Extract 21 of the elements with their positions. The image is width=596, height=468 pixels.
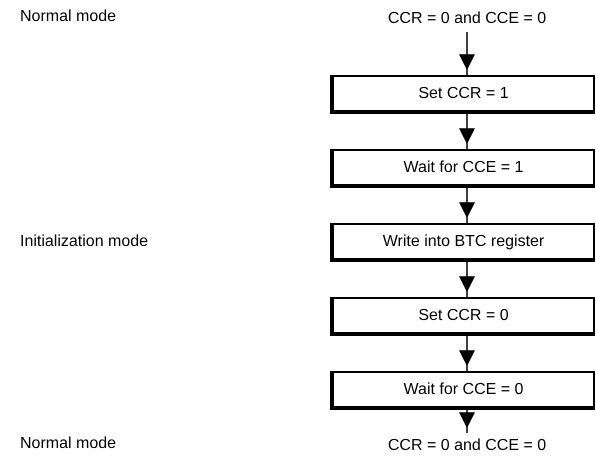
- process-box: [330, 149, 595, 188]
- process-box: [330, 75, 595, 114]
- mode-label: Normal mode: [20, 8, 116, 26]
- arrow: [459, 114, 475, 149]
- process-box: [330, 371, 595, 410]
- step-text: Wait for CCE = 0: [404, 380, 524, 398]
- process-box: [330, 223, 595, 262]
- step-text: Set CCR = 0: [418, 306, 509, 324]
- arrow: [459, 32, 475, 75]
- arrow: [459, 262, 475, 297]
- step-text: Wait for CCE = 1: [404, 158, 524, 176]
- step-text: Set CCR = 1: [418, 84, 509, 102]
- arrow: [459, 410, 475, 433]
- step-text: Write into BTC register: [382, 232, 544, 250]
- arrow: [459, 336, 475, 371]
- mode-label: Normal mode: [20, 435, 116, 453]
- mode-label: Initialization mode: [20, 233, 148, 251]
- process-box: [330, 297, 595, 336]
- state-text: CCR = 0 and CCE = 0: [388, 437, 546, 455]
- arrow: [459, 188, 475, 223]
- state-text: CCR = 0 and CCE = 0: [388, 10, 546, 28]
